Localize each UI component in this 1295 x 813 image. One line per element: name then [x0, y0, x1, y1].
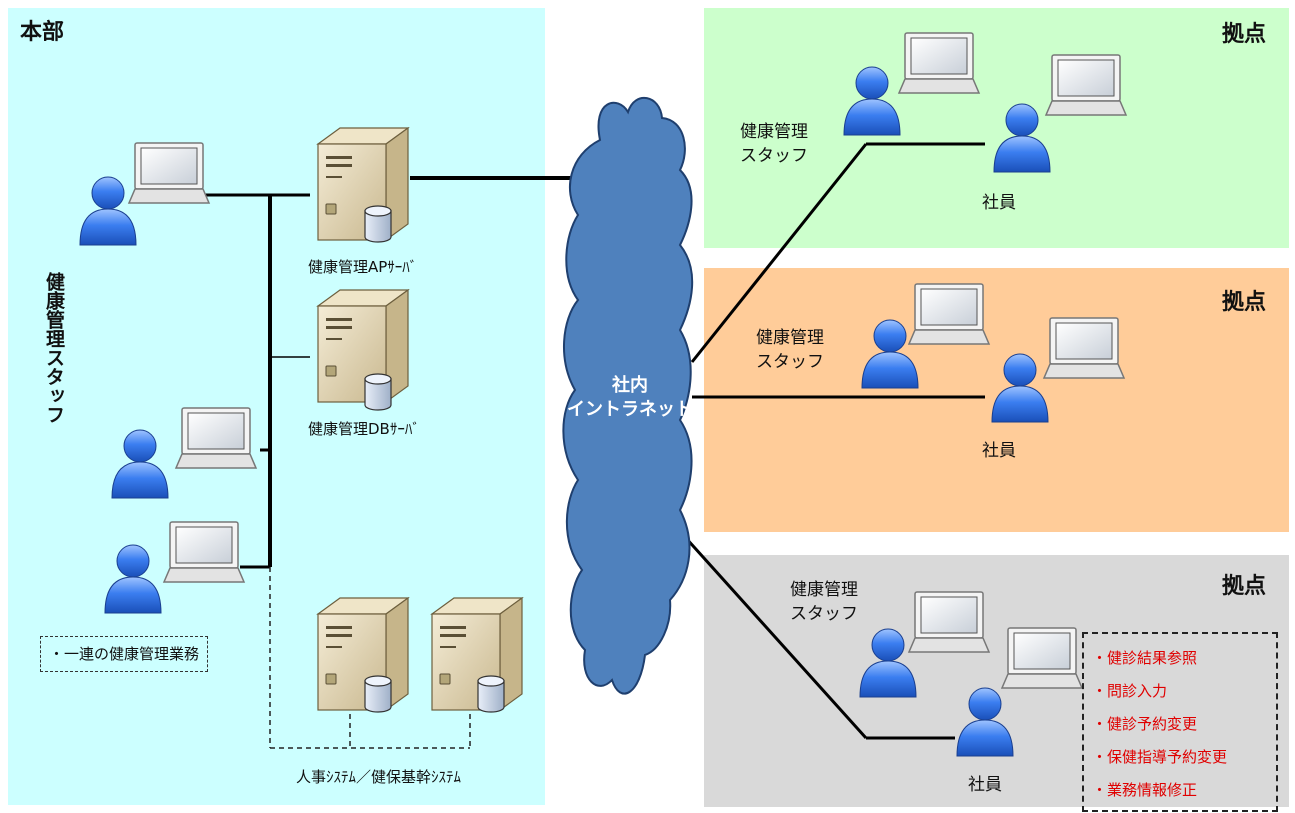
legacy-systems-label: 人事ｼｽﾃﾑ／健保基幹ｼｽﾃﾑ — [296, 768, 462, 786]
database-icon — [364, 373, 392, 411]
ap-server-label: 健康管理APｻｰﾊﾞ — [308, 258, 418, 276]
intranet-label: 社内 イントラネット — [565, 374, 695, 422]
site1-staff-label: 健康管理 スタッフ — [740, 120, 808, 168]
hq-staff-label: 健康管理スタッフ — [43, 272, 65, 424]
site-zone-3 — [704, 555, 1289, 807]
site1-title: 拠点 — [1222, 22, 1267, 47]
site3-employee-label: 社員 — [968, 775, 1002, 795]
intranet-cloud — [562, 96, 694, 695]
site3-title: 拠点 — [1222, 574, 1267, 599]
laptop-icon — [1043, 317, 1125, 379]
employee-task-box: ・健診結果参照 ・問診入力 ・健診予約変更 ・保健指導予約変更 ・業務情報修正 — [1082, 632, 1278, 812]
laptop-icon — [128, 142, 210, 204]
task-item: ・問診入力 — [1092, 682, 1168, 700]
laptop-icon — [1045, 54, 1127, 116]
db-server-label: 健康管理DBｻｰﾊﾞ — [308, 420, 420, 438]
site2-employee-label: 社員 — [982, 441, 1016, 461]
site-network-lines — [683, 142, 985, 740]
laptop-icon — [908, 591, 990, 653]
site1-staff-line1: 健康管理 — [740, 122, 808, 142]
laptop-icon — [175, 407, 257, 469]
site-zone-1 — [704, 8, 1289, 248]
site1-staff-line2: スタッフ — [740, 146, 808, 166]
server-icon — [317, 289, 409, 403]
site3-staff-line1: 健康管理 — [790, 580, 858, 600]
site2-staff-line2: スタッフ — [756, 352, 824, 372]
hq-network-lines — [203, 176, 580, 569]
task-item: ・業務情報修正 — [1092, 781, 1198, 799]
site3-staff-label: 健康管理 スタッフ — [790, 578, 858, 626]
database-icon — [364, 205, 392, 243]
task-item: ・健診結果参照 — [1092, 649, 1198, 667]
laptop-icon — [908, 283, 990, 345]
server-icon — [431, 597, 523, 711]
task-item: ・保健指導予約変更 — [1092, 748, 1228, 766]
hq-title: 本部 — [20, 20, 65, 45]
site2-title: 拠点 — [1222, 290, 1267, 315]
laptop-icon — [163, 521, 245, 583]
server-icon — [317, 127, 409, 241]
hq-note-box: ・一連の健康管理業務 — [40, 636, 209, 672]
laptop-icon — [898, 32, 980, 94]
site3-staff-line2: スタッフ — [790, 604, 858, 624]
task-item: ・健診予約変更 — [1092, 715, 1198, 733]
database-icon — [477, 675, 505, 713]
site2-staff-label: 健康管理 スタッフ — [756, 326, 824, 374]
database-icon — [364, 675, 392, 713]
site1-employee-label: 社員 — [982, 193, 1016, 213]
server-icon — [317, 597, 409, 711]
intranet-line1: 社内 — [612, 375, 648, 396]
intranet-line2: イントラネット — [567, 399, 693, 420]
legacy-links — [269, 567, 471, 749]
laptop-icon — [1001, 627, 1083, 689]
site2-staff-line1: 健康管理 — [756, 328, 824, 348]
